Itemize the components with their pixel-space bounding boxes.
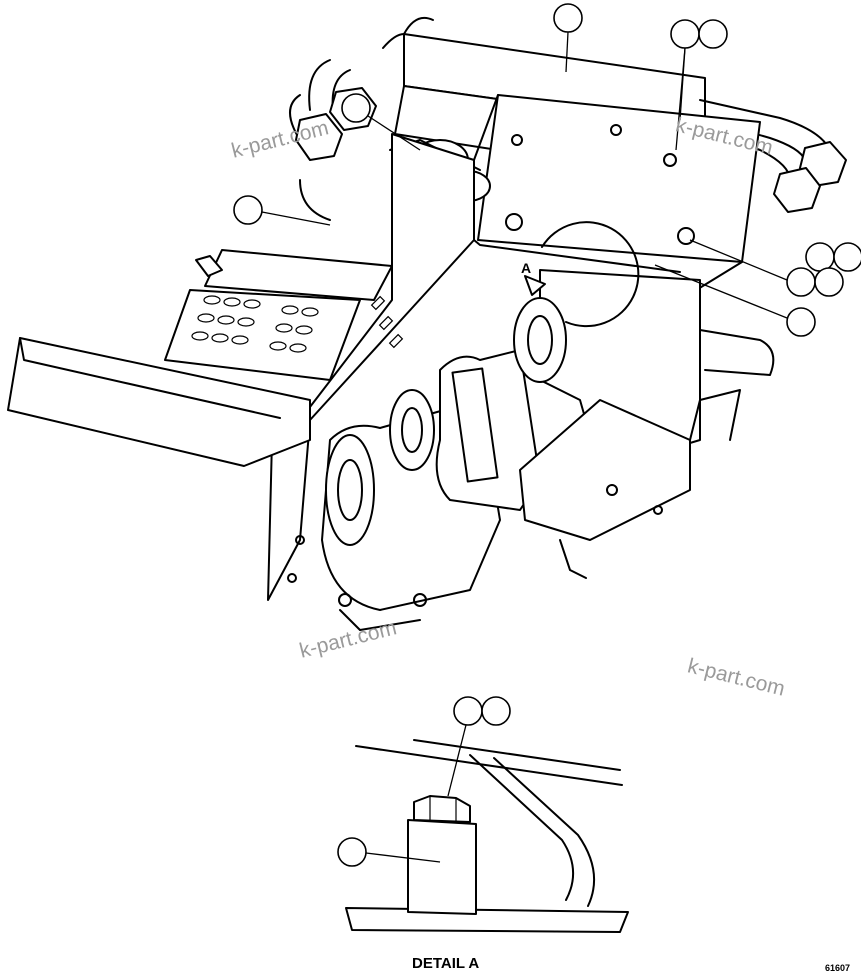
right-hoses bbox=[699, 99, 847, 213]
detail-a-drawing bbox=[345, 739, 629, 933]
detail-a-title: DETAIL A bbox=[412, 955, 480, 972]
detail-callouts bbox=[337, 696, 511, 867]
detail-a-marker bbox=[524, 221, 640, 328]
perforated-step bbox=[7, 249, 393, 467]
figure-number: 61607 bbox=[825, 963, 851, 973]
center-housing bbox=[435, 349, 541, 511]
main-callouts bbox=[233, 3, 861, 337]
right-valve-block bbox=[513, 269, 775, 579]
view-a-label: A bbox=[521, 260, 532, 276]
side-plate bbox=[267, 133, 475, 601]
